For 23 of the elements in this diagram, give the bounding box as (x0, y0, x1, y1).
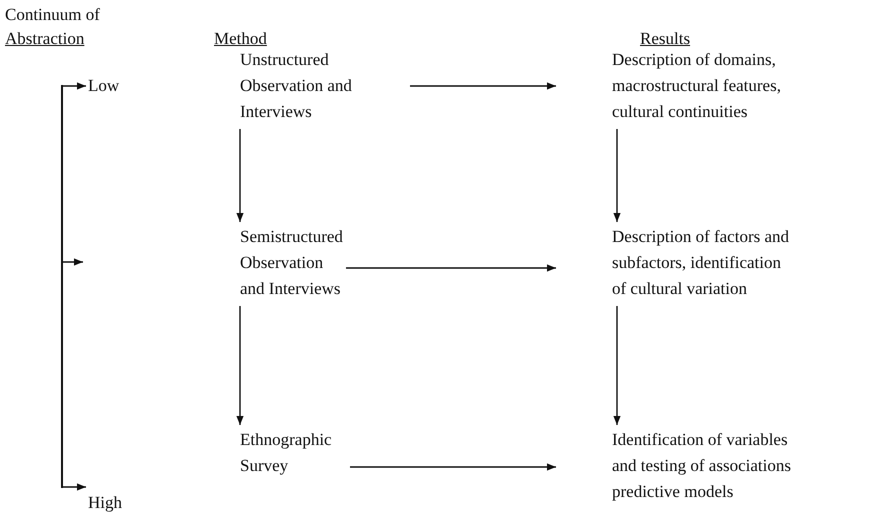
node-text: Unstructured Observation and Interviews (240, 49, 353, 123)
arrow (63, 82, 86, 90)
arrow (236, 306, 244, 425)
column-heading: Results (640, 29, 690, 49)
arrow (410, 82, 556, 90)
column-heading: Abstraction (5, 29, 84, 49)
arrow (350, 463, 556, 471)
arrow (346, 264, 556, 272)
node-text: Ethnographic Survey (240, 429, 333, 477)
arrow (236, 129, 244, 222)
arrow (63, 483, 86, 491)
node-text: High (88, 492, 122, 514)
column-heading: Continuum of (5, 5, 100, 25)
arrow (63, 258, 83, 266)
node-text: Low (88, 75, 120, 97)
node-text: Semistructured Observation and Interviews (240, 226, 344, 300)
arrow (613, 129, 621, 222)
arrow (613, 306, 621, 425)
scale-bar (61, 85, 63, 488)
node-text: Description of domains, macrostructural features, cultural continuities (612, 49, 782, 123)
node-text: Description of factors and subfactors, identification of cultural variation (612, 226, 790, 300)
column-heading: Method (214, 29, 267, 49)
node-text: Identification of variables and testing of associations predictive models (612, 429, 792, 503)
